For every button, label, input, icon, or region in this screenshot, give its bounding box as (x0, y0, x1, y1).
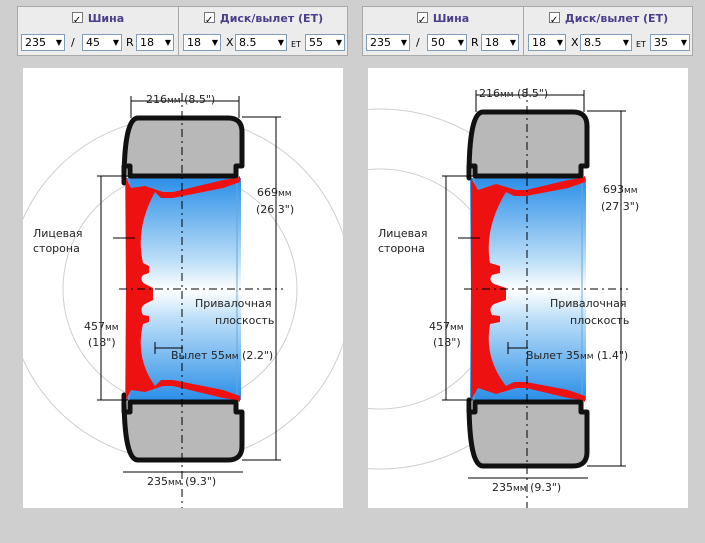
bottom-width-label: 235мм (9.3") (147, 475, 216, 488)
tire-radius-value: 18 (140, 36, 154, 49)
disc-offset-select[interactable]: 55 ▼ (305, 34, 345, 51)
diameter-label-mm: 457мм (84, 320, 119, 333)
face-label-line1: Лицевая (378, 227, 428, 240)
wheel-diagram-svg: 216мм (8.5") 693мм (27.3") Лицевая сторо… (368, 87, 639, 508)
disc-width-value: 8.5 (584, 36, 602, 49)
tire-header[interactable]: Шина (363, 7, 523, 33)
height-label-mm: 669мм (257, 186, 292, 199)
chevron-down-icon: ▼ (680, 38, 687, 47)
disc-header-label: Диск/вылет (ET) (219, 12, 324, 25)
tire-radius-value: 18 (485, 36, 499, 49)
disc-header[interactable]: Диск/вылет (ET) (179, 7, 348, 33)
top-width-label: 216мм (8.5") (479, 87, 548, 100)
disc-header[interactable]: Диск/вылет (ET) (524, 7, 693, 33)
disc-diameter-select[interactable]: 18 ▼ (528, 34, 566, 51)
face-label-line2: сторона (378, 242, 425, 255)
tire-width-value: 235 (370, 36, 391, 49)
tire-radius-select[interactable]: 18 ▼ (136, 34, 174, 51)
height-label-mm: 693мм (603, 183, 638, 196)
x-separator: X (571, 36, 579, 49)
disc-column: Диск/вылет (ET) 18 ▼ X 8.5 ▼ ET 35 ▼ (523, 7, 693, 55)
chevron-down-icon: ▼ (556, 38, 563, 47)
tire-width-select[interactable]: 235 ▼ (366, 34, 410, 51)
disc-column: Диск/вылет (ET) 18 ▼ X 8.5 ▼ ET 55 ▼ (178, 7, 348, 55)
chevron-down-icon: ▼ (335, 38, 342, 47)
chevron-down-icon: ▼ (55, 38, 62, 47)
face-label-line1: Лицевая (33, 227, 83, 240)
slash-separator: / (71, 36, 75, 49)
tire-profile-select[interactable]: 50 ▼ (427, 34, 467, 51)
chevron-down-icon: ▼ (400, 38, 407, 47)
disc-diameter-value: 18 (532, 36, 546, 49)
disc-width-value: 8.5 (239, 36, 257, 49)
offset-label: Вылет 55мм (2.2") (171, 349, 273, 362)
tire-top-section (121, 115, 245, 186)
tire-header[interactable]: Шина (18, 7, 178, 33)
tire-checkbox[interactable] (416, 9, 428, 33)
tire-header-label: Шина (87, 12, 125, 25)
chevron-down-icon: ▼ (164, 38, 171, 47)
disc-offset-value: 55 (309, 36, 323, 49)
disc-checkbox[interactable] (203, 9, 215, 33)
et-separator: ET (291, 40, 301, 49)
tire-header-label: Шина (432, 12, 470, 25)
disc-checkbox[interactable] (548, 9, 560, 33)
bottom-width-label: 235мм (9.3") (492, 481, 561, 494)
rim-profile (126, 176, 240, 402)
chevron-down-icon: ▼ (112, 38, 119, 47)
disc-offset-value: 35 (654, 36, 668, 49)
wheel-diagram-svg: 216мм (8.5") 669мм (26.3") Лицевая сторо… (23, 93, 343, 508)
tire-top-section (466, 109, 590, 181)
chevron-down-icon: ▼ (509, 38, 516, 47)
tire-bottom-section (121, 392, 245, 463)
tire-column: Шина 235 ▼ / 50 ▼ R 18 ▼ (363, 7, 523, 55)
mount-label-line2: плоскость (215, 314, 274, 327)
chevron-down-icon: ▼ (457, 38, 464, 47)
left-wheel-diagram: 216мм (8.5") 669мм (26.3") Лицевая сторо… (23, 68, 343, 508)
disc-width-select[interactable]: 8.5 ▼ (580, 34, 632, 51)
tire-profile-select[interactable]: 45 ▼ (82, 34, 122, 51)
left-config-panel: Шина 235 ▼ / 45 ▼ R 18 ▼ Диск/вылет (ET) 18… (17, 6, 348, 56)
tire-width-select[interactable]: 235 ▼ (21, 34, 65, 51)
right-wheel-diagram: 216мм (8.5") 693мм (27.3") Лицевая сторо… (368, 68, 688, 508)
tire-profile-value: 45 (86, 36, 100, 49)
disc-diameter-value: 18 (187, 36, 201, 49)
offset-label: Вылет 35мм (1.4") (526, 349, 628, 362)
diameter-label-in: (18") (88, 336, 116, 349)
face-label-line2: сторона (33, 242, 80, 255)
disc-diameter-select[interactable]: 18 ▼ (183, 34, 221, 51)
r-separator: R (126, 36, 134, 49)
disc-header-label: Диск/вылет (ET) (564, 12, 669, 25)
chevron-down-icon: ▼ (277, 38, 284, 47)
right-config-panel: Шина 235 ▼ / 50 ▼ R 18 ▼ Диск/вылет (ET) 18… (362, 6, 693, 56)
tire-bottom-section (466, 397, 590, 469)
rim-profile (471, 176, 585, 402)
et-separator: ET (636, 40, 646, 49)
diameter-label-in: (18") (433, 336, 461, 349)
chevron-down-icon: ▼ (622, 38, 629, 47)
tire-checkbox[interactable] (71, 9, 83, 33)
height-label-in: (26.3") (256, 203, 294, 216)
r-separator: R (471, 36, 479, 49)
height-label-in: (27.3") (601, 200, 639, 213)
diameter-label-mm: 457мм (429, 320, 464, 333)
top-width-label: 216мм (8.5") (146, 93, 215, 106)
tire-radius-select[interactable]: 18 ▼ (481, 34, 519, 51)
disc-offset-select[interactable]: 35 ▼ (650, 34, 690, 51)
mount-label-line1: Привалочная (550, 297, 626, 310)
chevron-down-icon: ▼ (211, 38, 218, 47)
tire-profile-value: 50 (431, 36, 445, 49)
disc-width-select[interactable]: 8.5 ▼ (235, 34, 287, 51)
mount-label-line1: Привалочная (195, 297, 271, 310)
tire-column: Шина 235 ▼ / 45 ▼ R 18 ▼ (18, 7, 178, 55)
slash-separator: / (416, 36, 420, 49)
mount-label-line2: плоскость (570, 314, 629, 327)
tire-width-value: 235 (25, 36, 46, 49)
x-separator: X (226, 36, 234, 49)
